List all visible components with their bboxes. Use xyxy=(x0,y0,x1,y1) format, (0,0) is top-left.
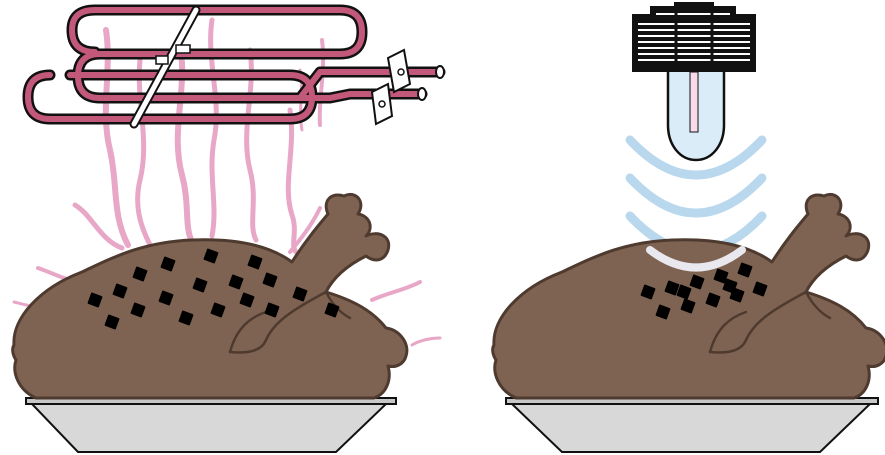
roast-chicken-icon xyxy=(11,193,409,400)
wave-contact-arc xyxy=(646,246,746,272)
panel-focused-heating xyxy=(491,2,885,453)
emitter-lamp-icon xyxy=(632,2,756,162)
tray-icon xyxy=(25,397,397,453)
panel-conventional-heating xyxy=(11,4,446,453)
roast-chicken-icon xyxy=(491,193,885,400)
tray-icon xyxy=(505,397,879,453)
heating-element-icon xyxy=(22,4,446,129)
